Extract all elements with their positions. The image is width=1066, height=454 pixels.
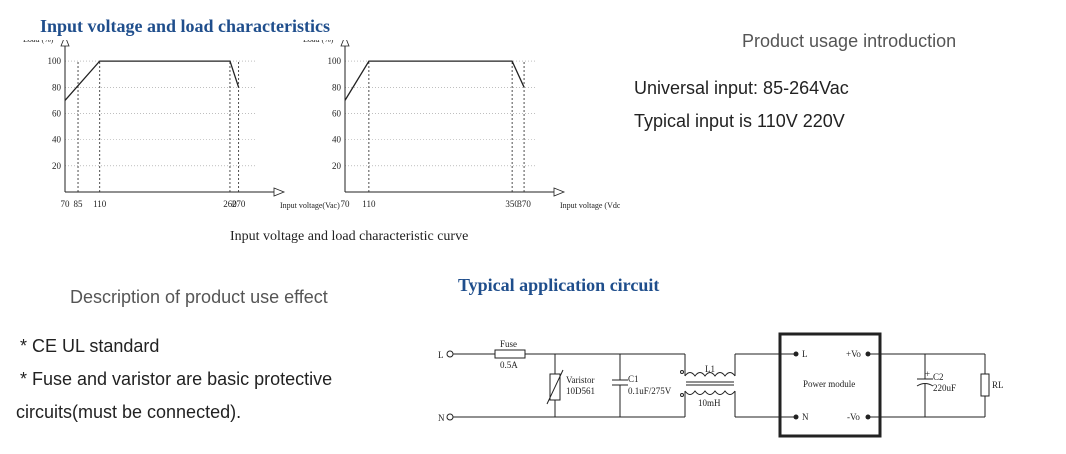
l1-dot-top [680,370,684,374]
rl-symbol [980,373,990,397]
label-l: L [438,350,444,360]
effect-title: Description of product use effect [70,287,328,307]
label-l1-value: 10mH [698,398,721,408]
application-circuit: L N Fuse 0.5A Varistor 10D561 C1 0.1uF/2… [438,332,1004,438]
chart1-x-tick-label: 85 [74,199,84,209]
label-varistor-value: 10D561 [566,386,595,396]
circuit-heading: Typical application circuit [458,275,660,295]
chart1-y-tick-label: 20 [52,161,62,171]
chart2-y-axis-label: Load (%) [303,40,334,44]
c2-plate-bottom [916,383,934,387]
intro-title: Product usage introduction [742,31,957,51]
chart2-y-arrow [340,40,350,47]
intro-line-typical-input: Typical input is 110V 220V [634,111,845,131]
effect-line-ce-ul: * CE UL standard [20,336,160,356]
chart2-x-tick-label: 70 [341,199,351,209]
intro-line-input-range: Universal input: 85-264Vac [634,78,849,98]
chart1-x-arrow [273,187,286,197]
terminal-l [446,350,454,358]
effect-line-fuse-varistor: * Fuse and varistor are basic protective [20,369,333,389]
chart2-y-tick-label: 80 [332,82,342,92]
module-pin-vo-plus [865,351,871,357]
l1-dot-bottom [680,393,684,397]
power-module-box [778,332,882,438]
chart1-x-tick-label: 70 [61,199,71,209]
chart1-load-curve [64,60,240,101]
chart1-y-tick-label: 60 [52,108,62,118]
module-pin-n [793,414,799,420]
chart2-y-tick-label: 20 [332,161,342,171]
label-rl: RL [992,380,1004,390]
chart2-x-tick-label: 370 [517,199,531,209]
label-c1-value: 0.1uF/275V [628,386,672,396]
label-l1: L1 [705,364,715,374]
chart2-x-arrow [553,187,566,197]
effect-line-must-connect: circuits(must be connected). [16,402,242,422]
l1-coil-bottom [684,390,736,395]
chart1-x-tick-label: 270 [232,199,246,209]
fuse-symbol [494,349,526,359]
chart1-x-axis-label: Input voltage(Vac) [280,201,340,210]
label-power-module: Power module [803,379,855,389]
characteristic-charts: 204060801007085110260270Load (%)Input vo… [23,40,620,210]
label-c2-plus: + [925,369,930,379]
chart1-y-tick-label: 100 [48,56,62,66]
label-c2-value: 220uF [933,383,956,393]
label-vo-plus: +Vo [846,349,861,359]
chart2-y-tick-label: 60 [332,108,342,118]
label-vo-minus: -Vo [847,412,860,422]
chart2-x-axis-label: Input voltage (Vdc) [560,201,620,210]
chart1-y-tick-label: 40 [52,135,62,145]
label-module-n: N [802,412,809,422]
chart2-x-tick-label: 110 [362,199,376,209]
module-pin-l [793,351,799,357]
module-pin-vo-minus [865,414,871,420]
chart1-y-axis-label: Load (%) [23,40,54,44]
label-fuse: Fuse [500,339,517,349]
chart2-x-tick-label: 350 [505,199,519,209]
chart2-y-tick-label: 40 [332,135,342,145]
chart2-y-tick-label: 100 [328,56,342,66]
label-fuse-value: 0.5A [500,360,518,370]
l1-coil-top [684,372,736,377]
chart1-y-arrow [60,40,70,47]
chart1-y-tick-label: 80 [52,82,62,92]
chart-caption: Input voltage and load characteristic cu… [230,229,469,244]
label-c2: C2 [933,372,944,382]
chart1-x-tick-label: 110 [93,199,107,209]
label-varistor: Varistor [566,375,595,385]
terminal-n [446,413,454,421]
chart2-load-curve [344,60,525,101]
label-module-l: L [802,349,808,359]
label-c1: C1 [628,374,639,384]
label-n: N [438,413,445,423]
characteristics-heading: Input voltage and load characteristics [40,16,330,36]
chart1-x-tick-label: 260 [223,199,237,209]
